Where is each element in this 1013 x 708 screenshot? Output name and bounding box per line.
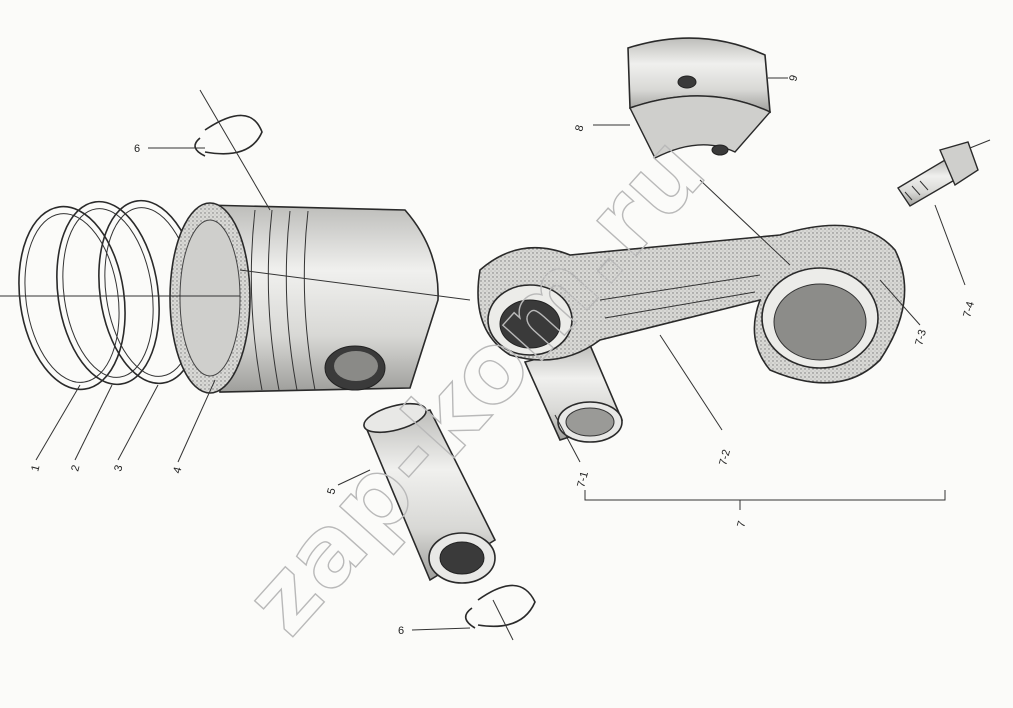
piston-pin xyxy=(363,402,497,584)
callout-6-lower: 6 xyxy=(398,625,404,637)
snap-ring-upper xyxy=(194,114,263,157)
callout-6-upper: 6 xyxy=(134,143,140,155)
callout-7-4: 7-4 xyxy=(961,300,977,318)
callout-4: 4 xyxy=(171,466,184,475)
piston xyxy=(169,202,439,394)
callout-3: 3 xyxy=(112,464,125,473)
callout-5: 5 xyxy=(325,487,338,496)
callout-7-1: 7-1 xyxy=(575,470,591,488)
callout-2: 2 xyxy=(69,464,82,473)
callout-1: 1 xyxy=(29,464,42,473)
snap-ring-lower xyxy=(464,584,536,629)
callout-7-3: 7-3 xyxy=(913,328,929,346)
callout-9: 9 xyxy=(787,74,800,83)
callout-7: 7 xyxy=(735,520,748,529)
piston-ring-2 xyxy=(56,200,160,386)
callout-8: 8 xyxy=(573,124,586,133)
small-end-bushing xyxy=(523,344,624,443)
callout-7-2: 7-2 xyxy=(717,448,733,466)
connecting-rod xyxy=(477,224,906,384)
callout-labels: 1 2 3 4 5 6 6 7 7-1 7-2 7-3 7-4 8 9 xyxy=(29,74,977,637)
piston-ring-1 xyxy=(18,205,126,391)
big-end-bearing-shells xyxy=(627,37,772,159)
leader-lines xyxy=(0,77,991,641)
rod-bolt xyxy=(897,141,979,207)
